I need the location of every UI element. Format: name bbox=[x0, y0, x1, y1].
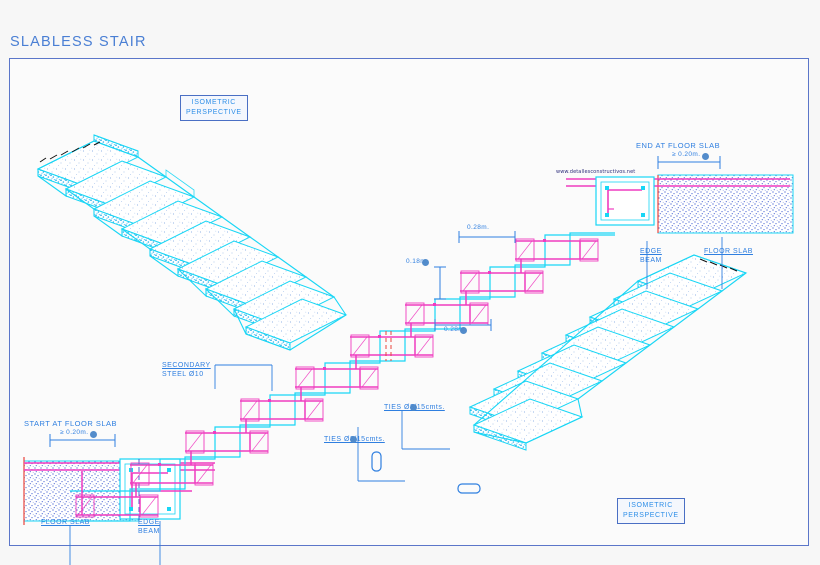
tread-lower-dimension: 0.28m. bbox=[444, 326, 467, 333]
isometric-bottom-line1: ISOMETRIC bbox=[628, 502, 673, 509]
dimension-grip-riser[interactable] bbox=[422, 259, 429, 266]
isometric-perspective-label-bottom: ISOMETRIC PERSPECTIVE bbox=[617, 498, 685, 524]
dimension-grip-tread-lower[interactable] bbox=[460, 327, 467, 334]
secondary-steel-label-line1: SECONDARY bbox=[162, 362, 211, 369]
technical-drawing-vector bbox=[23, 134, 794, 565]
stepped-reinforcement-section bbox=[70, 232, 615, 522]
floor-slab-label-right: FLOOR SLAB bbox=[704, 248, 753, 255]
isometric-top-line1: ISOMETRIC bbox=[191, 99, 236, 106]
drawing-frame: ISOMETRIC PERSPECTIVE ISOMETRIC PERSPECT… bbox=[9, 58, 809, 565]
isometric-perspective-label-top: ISOMETRIC PERSPECTIVE bbox=[180, 95, 248, 121]
isometric-stair-bottom-right bbox=[468, 254, 748, 451]
edge-beam-label-left-line1: EDGE bbox=[138, 519, 160, 526]
floor-slab-label-left: FLOOR SLAB bbox=[41, 519, 90, 526]
dimension-grip-end[interactable] bbox=[702, 153, 709, 160]
secondary-steel-label-line2: STEEL Ø10 bbox=[162, 371, 204, 378]
edge-beam-label-left-line2: BEAM bbox=[138, 528, 160, 535]
end-slab-bearing-dimension: ≥ 0.20m. bbox=[672, 151, 701, 158]
ties-grip-lower[interactable] bbox=[350, 436, 357, 443]
dimension-lines bbox=[49, 156, 721, 447]
isometric-top-line2: PERSPECTIVE bbox=[186, 108, 242, 116]
start-slab-bearing-dimension: ≥ 0.20m. bbox=[60, 429, 89, 436]
leader-lines bbox=[69, 237, 723, 565]
page-title: SLABLESS STAIR bbox=[10, 34, 147, 50]
watermark-text: www.detallesconstructivos.net bbox=[556, 169, 636, 175]
tread-upper-dimension: 0.28m. bbox=[467, 224, 490, 231]
ties-symbols bbox=[371, 451, 481, 494]
isometric-stair-top-left bbox=[36, 134, 348, 351]
end-floor-slab-section bbox=[566, 174, 794, 234]
isometric-bottom-line2: PERSPECTIVE bbox=[623, 511, 679, 519]
ties-grip-upper[interactable] bbox=[410, 404, 417, 411]
start-at-floor-slab-label: START AT FLOOR SLAB bbox=[24, 419, 117, 428]
dimension-grip-start[interactable] bbox=[90, 431, 97, 438]
end-at-floor-slab-label: END AT FLOOR SLAB bbox=[636, 141, 721, 150]
edge-beam-label-right-line1: EDGE bbox=[640, 248, 662, 255]
edge-beam-label-right-line2: BEAM bbox=[640, 257, 662, 264]
riser-upper-dimension: 0.18m. bbox=[406, 258, 429, 265]
